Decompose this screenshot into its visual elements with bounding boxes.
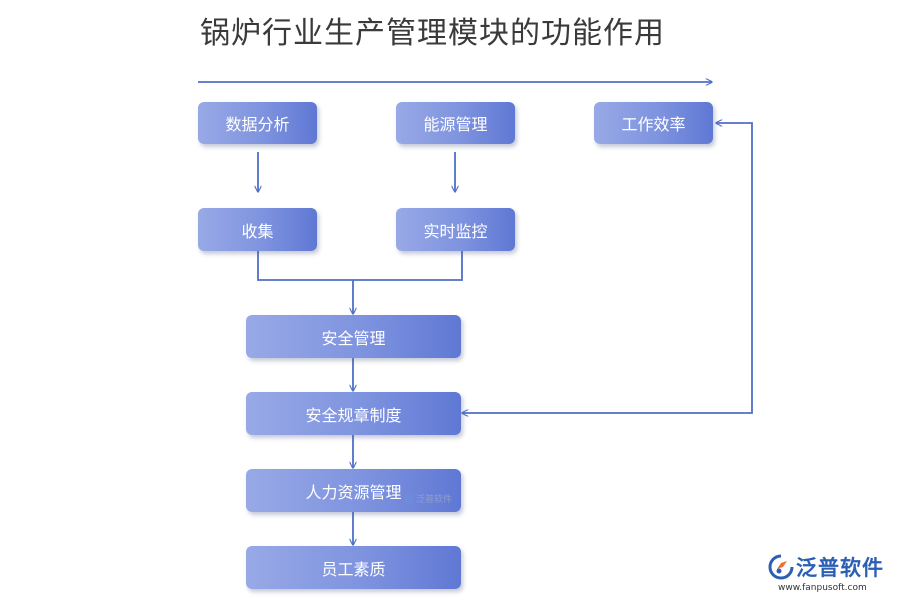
arrow-efficiency-loop-to-rules bbox=[462, 123, 753, 413]
merge-connector bbox=[257, 251, 463, 281]
node-data-analysis: 数据分析 bbox=[198, 102, 317, 144]
node-safety-management: 安全管理 bbox=[246, 315, 461, 358]
watermark-small-text: 泛普软件 bbox=[416, 495, 453, 505]
watermark-logo-icon bbox=[404, 493, 414, 504]
watermark-small: 泛普软件 bbox=[404, 492, 452, 505]
diagram-title: 锅炉行业生产管理模块的功能作用 bbox=[200, 16, 665, 51]
node-safety-rules: 安全规章制度 bbox=[246, 392, 461, 435]
node-collection: 收集 bbox=[198, 208, 317, 251]
node-employee-quality: 员工素质 bbox=[246, 546, 461, 589]
fanpu-logo-icon bbox=[768, 554, 794, 580]
node-realtime-monitoring: 实时监控 bbox=[396, 208, 515, 251]
node-work-efficiency: 工作效率 bbox=[594, 102, 713, 144]
node-energy-management: 能源管理 bbox=[396, 102, 515, 144]
brand-logo: 泛普软件 www.fanpusoft.com bbox=[768, 552, 896, 598]
brand-url: www.fanpusoft.com bbox=[778, 583, 867, 593]
node-hr-management: 人力资源管理 bbox=[246, 469, 461, 512]
brand-name: 泛普软件 bbox=[796, 556, 884, 580]
